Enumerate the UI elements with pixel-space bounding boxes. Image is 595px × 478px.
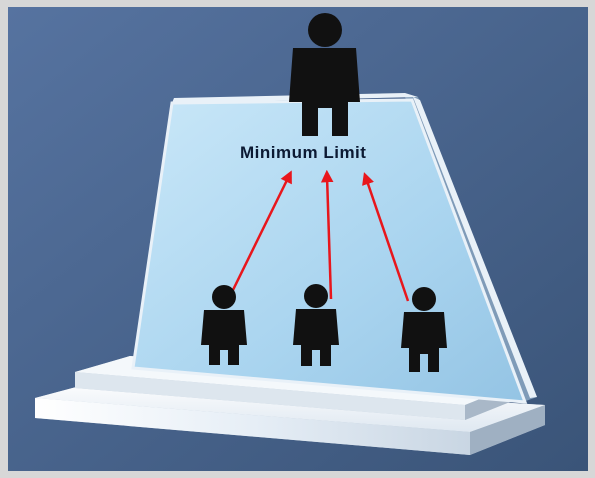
minimum-limit-label: Minimum Limit [240,143,366,162]
